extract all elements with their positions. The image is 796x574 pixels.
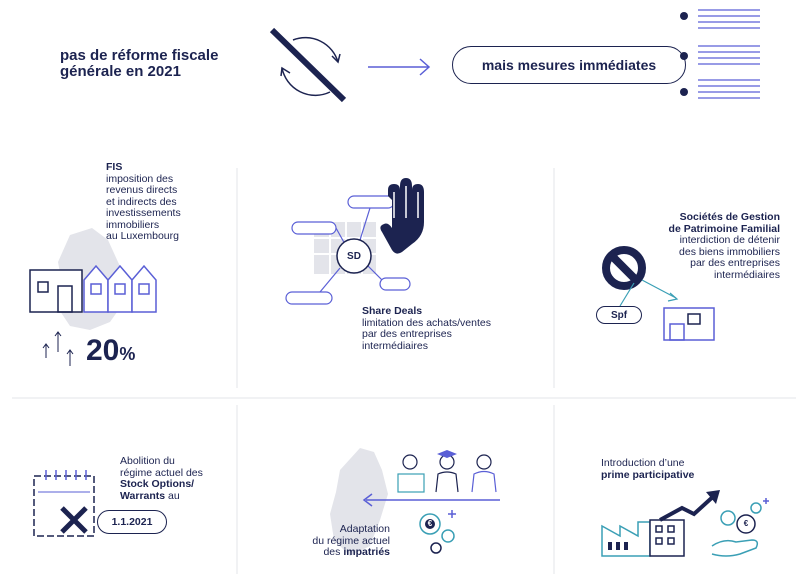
spf-link-lines: [619, 279, 679, 307]
share-deals-text: Share Deals limitation des achats/ventes…: [362, 305, 491, 352]
bullet-list-icon: [680, 9, 760, 99]
growth-arrow-icon: [659, 490, 720, 522]
header-title: pas de réforme fiscale générale en 2021: [60, 48, 250, 80]
immediate-measures-pill: mais mesures immédiates: [452, 46, 686, 84]
spf-text: Sociétés de Gestion de Patrimoine Famili…: [600, 211, 780, 281]
hand-coins-icon: [711, 498, 769, 557]
houses-icon: [29, 264, 157, 313]
prime-line1: Introduction d’une: [601, 457, 685, 469]
spf-title1: Sociétés de Gestion: [679, 211, 780, 223]
header-title-line2: générale en 2021: [60, 63, 181, 80]
date-badge: 1.1.2021: [97, 510, 167, 534]
stock-options-bold1: Stock Options/: [120, 478, 195, 490]
stock-options-line1: Abolition du: [120, 455, 175, 467]
fis-line3: et indirects des: [106, 195, 177, 208]
stock-options-tail: au: [165, 489, 180, 502]
luxembourg-map-shape-2: [330, 448, 388, 556]
increase-arrows-icon: [42, 331, 74, 366]
stock-options-bold2: Warrants: [120, 489, 166, 502]
people-icons: [397, 450, 497, 493]
stop-hand-icon: [380, 178, 424, 254]
coins-icon: [419, 510, 456, 554]
share-deals-line3: intermédiaires: [362, 339, 428, 352]
arrow-left-icon: [362, 493, 500, 507]
spf-line2: des biens immobiliers: [679, 245, 780, 258]
fis-percent-unit: %: [119, 344, 136, 364]
arrow-right-icon: [368, 58, 431, 76]
fis-line4: investissements: [106, 207, 181, 219]
no-reform-icon: [269, 27, 347, 103]
spf-line1: interdiction de détenir: [679, 234, 780, 246]
impatries-line1: Adaptation: [339, 523, 390, 535]
fis-line6: au Luxembourg: [106, 230, 179, 242]
share-deals-title: Share Deals: [362, 305, 423, 317]
prime-bold: prime participative: [601, 468, 695, 481]
fis-title: FIS: [106, 161, 123, 173]
calendar-cancel-icon: [33, 470, 95, 537]
impatries-text: Adaptation du régime actuel des impatrié…: [280, 523, 390, 559]
share-deals-line1: limitation des achats/ventes: [362, 316, 491, 329]
impatries-line2: du régime actuel: [312, 534, 390, 547]
fis-line5: immobiliers: [106, 218, 160, 231]
sd-badge: SD: [347, 250, 361, 262]
euro-coin-symbol: €: [427, 519, 433, 528]
fis-text: FIS imposition des revenus directs et in…: [106, 161, 181, 243]
spf-line4: intermédiaires: [714, 268, 780, 281]
fis-line2: revenus directs: [106, 184, 178, 196]
impatries-pre: des: [323, 546, 344, 558]
spf-line3: par des entreprises: [690, 257, 780, 269]
spf-title2: de Patrimoine Familial: [668, 222, 780, 235]
stock-options-line2: régime actuel des: [120, 466, 203, 479]
header-title-line1: pas de réforme fiscale: [60, 47, 219, 64]
forbidden-icon: [602, 246, 646, 290]
share-deal-network: [285, 195, 411, 305]
fis-line1: imposition des: [106, 172, 174, 185]
factory-growth-icon: [601, 519, 685, 557]
fis-percent-value: 20: [86, 334, 120, 367]
prime-euro-symbol: €: [743, 519, 749, 528]
impatries-bold: impatriés: [343, 546, 390, 558]
share-deals-line2: par des entreprises: [362, 328, 452, 340]
sd-node: [336, 238, 372, 274]
fis-percentage: 20%: [86, 334, 135, 368]
building-icon: [663, 307, 715, 341]
stock-options-text: Abolition du régime actuel des Stock Opt…: [120, 455, 203, 502]
prime-text: Introduction d’une prime participative: [601, 457, 695, 481]
spf-badge: Spf: [596, 306, 642, 324]
